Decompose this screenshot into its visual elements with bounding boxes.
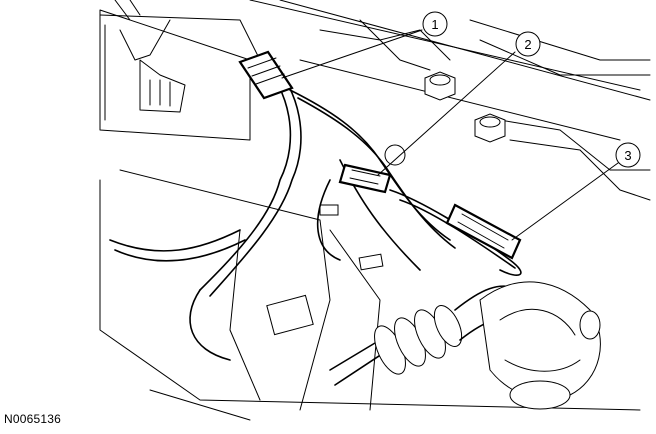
figure-id: N0065136 xyxy=(4,412,61,426)
mounting-nut-lower xyxy=(474,113,506,143)
callout-2-label: 2 xyxy=(524,37,531,52)
callout-1: 1 xyxy=(422,11,448,37)
cross-member xyxy=(249,0,651,201)
connector-1 xyxy=(238,50,294,100)
drive-shaft xyxy=(329,285,531,386)
mounting-nut-upper xyxy=(424,71,456,101)
floor-pan xyxy=(99,169,641,421)
upper-frame-panel xyxy=(99,0,261,141)
connector-3 xyxy=(445,203,522,260)
connector-2 xyxy=(338,144,406,194)
callout-3: 3 xyxy=(615,142,641,168)
callout-leaders xyxy=(281,29,619,241)
callout-1-label: 1 xyxy=(431,17,438,32)
callout-2: 2 xyxy=(515,31,541,57)
suspension-arm xyxy=(479,281,601,410)
callout-3-label: 3 xyxy=(624,148,631,163)
